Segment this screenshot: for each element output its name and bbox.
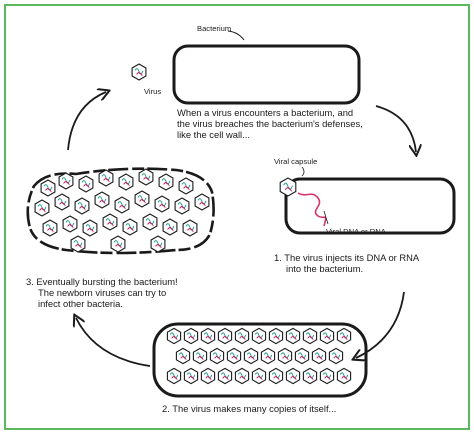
diagram-frame: Bacterium Virus When a virus encounters … bbox=[4, 4, 470, 430]
caption-line: the virus breaches the bacterium's defen… bbox=[177, 118, 363, 129]
virus-particle bbox=[166, 367, 182, 385]
virus-particle bbox=[319, 327, 335, 345]
viral-capsule-label: Viral capsule bbox=[274, 157, 318, 166]
cycle-arrow-bottom-left bbox=[76, 318, 151, 367]
virus-particle bbox=[110, 235, 126, 253]
virus-particle bbox=[142, 213, 158, 231]
virus-particle bbox=[131, 63, 147, 81]
virus-particle bbox=[70, 235, 86, 253]
virus-particle bbox=[158, 173, 174, 191]
virus-particle bbox=[294, 347, 310, 365]
virus-particle bbox=[134, 190, 150, 208]
virus-particle bbox=[166, 327, 182, 345]
virus-particle bbox=[217, 327, 233, 345]
viral-dna-strand bbox=[297, 192, 327, 227]
virus-particle bbox=[285, 327, 301, 345]
viral-dna-label: Viral DNA or RNA bbox=[326, 227, 386, 236]
cycle-arrow-bottom-right bbox=[356, 291, 405, 358]
virus-particle bbox=[194, 193, 210, 211]
caption-line: When a virus encounters a bacterium, and bbox=[177, 107, 354, 118]
virus-particle bbox=[192, 347, 208, 365]
virus-particle bbox=[336, 367, 352, 385]
caption-line: into the bacterium. bbox=[286, 263, 364, 274]
virus-particle bbox=[102, 213, 118, 231]
bacterium-intact bbox=[172, 44, 361, 105]
virus-particle bbox=[226, 347, 242, 365]
bacterium-label: Bacterium bbox=[197, 24, 232, 33]
virus-particle bbox=[234, 327, 250, 345]
caption-line: infect other bacteria. bbox=[38, 298, 123, 309]
virus-particle bbox=[54, 193, 70, 211]
virus-particle bbox=[154, 195, 170, 213]
virus-particle bbox=[302, 327, 318, 345]
virus-particle bbox=[200, 327, 216, 345]
virus-particle bbox=[260, 347, 276, 365]
virus-particle bbox=[118, 173, 134, 191]
virus-particle bbox=[319, 367, 335, 385]
virus-particle bbox=[122, 218, 138, 236]
virus-particle bbox=[62, 215, 78, 233]
caption-line: 1. The virus injects its DNA or RNA bbox=[274, 252, 420, 263]
virus-particle bbox=[277, 347, 293, 365]
virus-particle bbox=[251, 367, 267, 385]
virus-particle bbox=[328, 347, 344, 365]
virus-particle bbox=[183, 327, 199, 345]
viral-capsule-pointer-line bbox=[301, 166, 305, 177]
virus-particle bbox=[209, 347, 225, 365]
virus-particle bbox=[175, 347, 191, 365]
virus-particle bbox=[311, 347, 327, 365]
viral-dna-pointer-line bbox=[323, 210, 329, 225]
virus-particle bbox=[336, 327, 352, 345]
cycle-arrow-top-left bbox=[67, 92, 106, 151]
virus-particle bbox=[182, 219, 198, 237]
caption-line: The newborn viruses can try to bbox=[38, 287, 167, 298]
virus-particle bbox=[58, 172, 74, 190]
virus-particle bbox=[78, 175, 94, 193]
virus-particle bbox=[82, 219, 98, 237]
virus-particle bbox=[178, 177, 194, 195]
bacterium-pointer-line bbox=[227, 30, 245, 41]
virus-particle bbox=[251, 327, 267, 345]
virus-particle bbox=[302, 367, 318, 385]
virus-particle bbox=[234, 367, 250, 385]
caption-line: 3. Eventually bursting the bacterium! bbox=[26, 276, 178, 287]
virus-particle bbox=[74, 197, 90, 215]
diagram-artwork bbox=[26, 30, 456, 398]
virus-particle bbox=[285, 367, 301, 385]
virus-particle bbox=[217, 367, 233, 385]
bacterium-infected bbox=[284, 177, 456, 235]
virus-particle bbox=[200, 367, 216, 385]
virus-particle bbox=[174, 197, 190, 215]
virus-particle bbox=[183, 367, 199, 385]
virus-particle bbox=[243, 347, 259, 365]
virus-particle bbox=[94, 191, 110, 209]
virus-particle bbox=[34, 199, 50, 217]
virus-label: Virus bbox=[144, 87, 162, 96]
virus-particle bbox=[162, 218, 178, 236]
virus-particle bbox=[268, 327, 284, 345]
virus-particle bbox=[150, 235, 166, 253]
caption-line: 2. The virus makes many copies of itself… bbox=[162, 403, 337, 414]
virus-particle bbox=[279, 177, 297, 197]
virus-particle bbox=[268, 367, 284, 385]
virus-particle bbox=[42, 219, 58, 237]
virus-particle bbox=[98, 169, 114, 187]
virus-particle bbox=[114, 196, 130, 214]
virus-particle bbox=[138, 168, 154, 186]
virus-particle bbox=[40, 179, 56, 197]
caption-line: like the cell wall... bbox=[177, 129, 250, 140]
cycle-arrow-top-right bbox=[375, 105, 416, 152]
